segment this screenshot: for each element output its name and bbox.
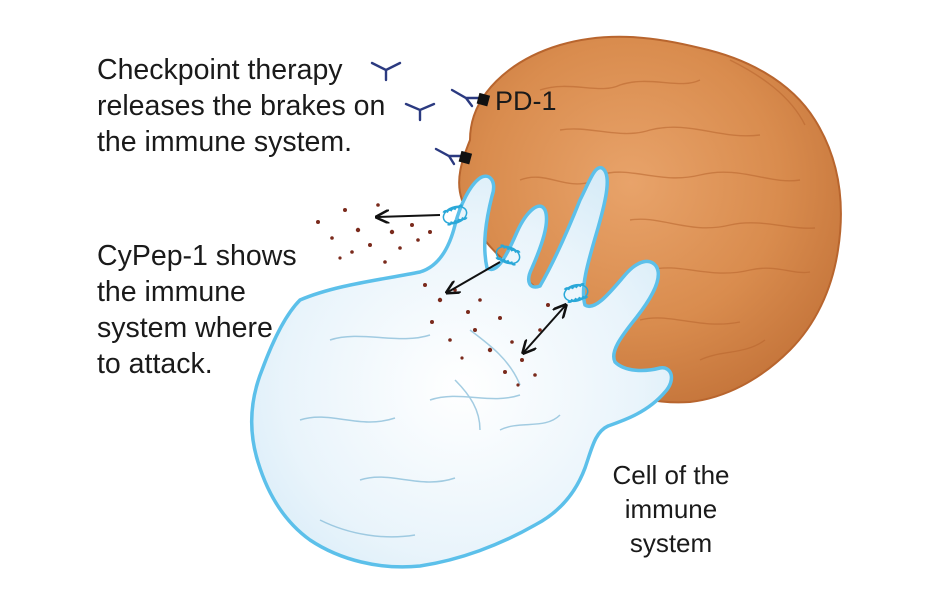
label-line: the immune [97, 276, 246, 308]
peptide-particles [316, 203, 550, 387]
label-line: releases the brakes on [97, 90, 386, 122]
label-line: Checkpoint therapy [97, 54, 343, 86]
receptor-coil-icon [442, 204, 468, 226]
label-line: system [629, 528, 713, 558]
label-line: to attack. [97, 348, 213, 380]
attack-arrow [524, 306, 565, 352]
receptor-coil-icon [563, 282, 589, 304]
immune-cell [249, 165, 674, 569]
receptor-coil-icon [495, 244, 521, 266]
label-line: CyPep-1 shows [97, 240, 297, 272]
antibody-y-icon [370, 61, 402, 82]
attack-arrow [448, 261, 501, 292]
attack-arrow [378, 215, 441, 217]
antibody-y-icon [450, 88, 480, 108]
cypep-label: CyPep-1 shows the immune system where to… [97, 238, 297, 382]
label-line: immune [624, 494, 718, 524]
pd1-block-icon [476, 92, 491, 107]
label-line: the immune system. [97, 126, 352, 158]
label-line: system where [97, 312, 273, 344]
pd1-label: PD-1 [495, 86, 557, 116]
pd1-block-icon [458, 150, 473, 165]
immune-cell-label: Cell of the immune system [596, 458, 746, 560]
label-line: Cell of the [612, 460, 730, 490]
checkpoint-therapy-label: Checkpoint therapy releases the brakes o… [97, 52, 385, 160]
antibody-y-icon [404, 102, 436, 122]
antibody-y-icon [434, 147, 462, 166]
